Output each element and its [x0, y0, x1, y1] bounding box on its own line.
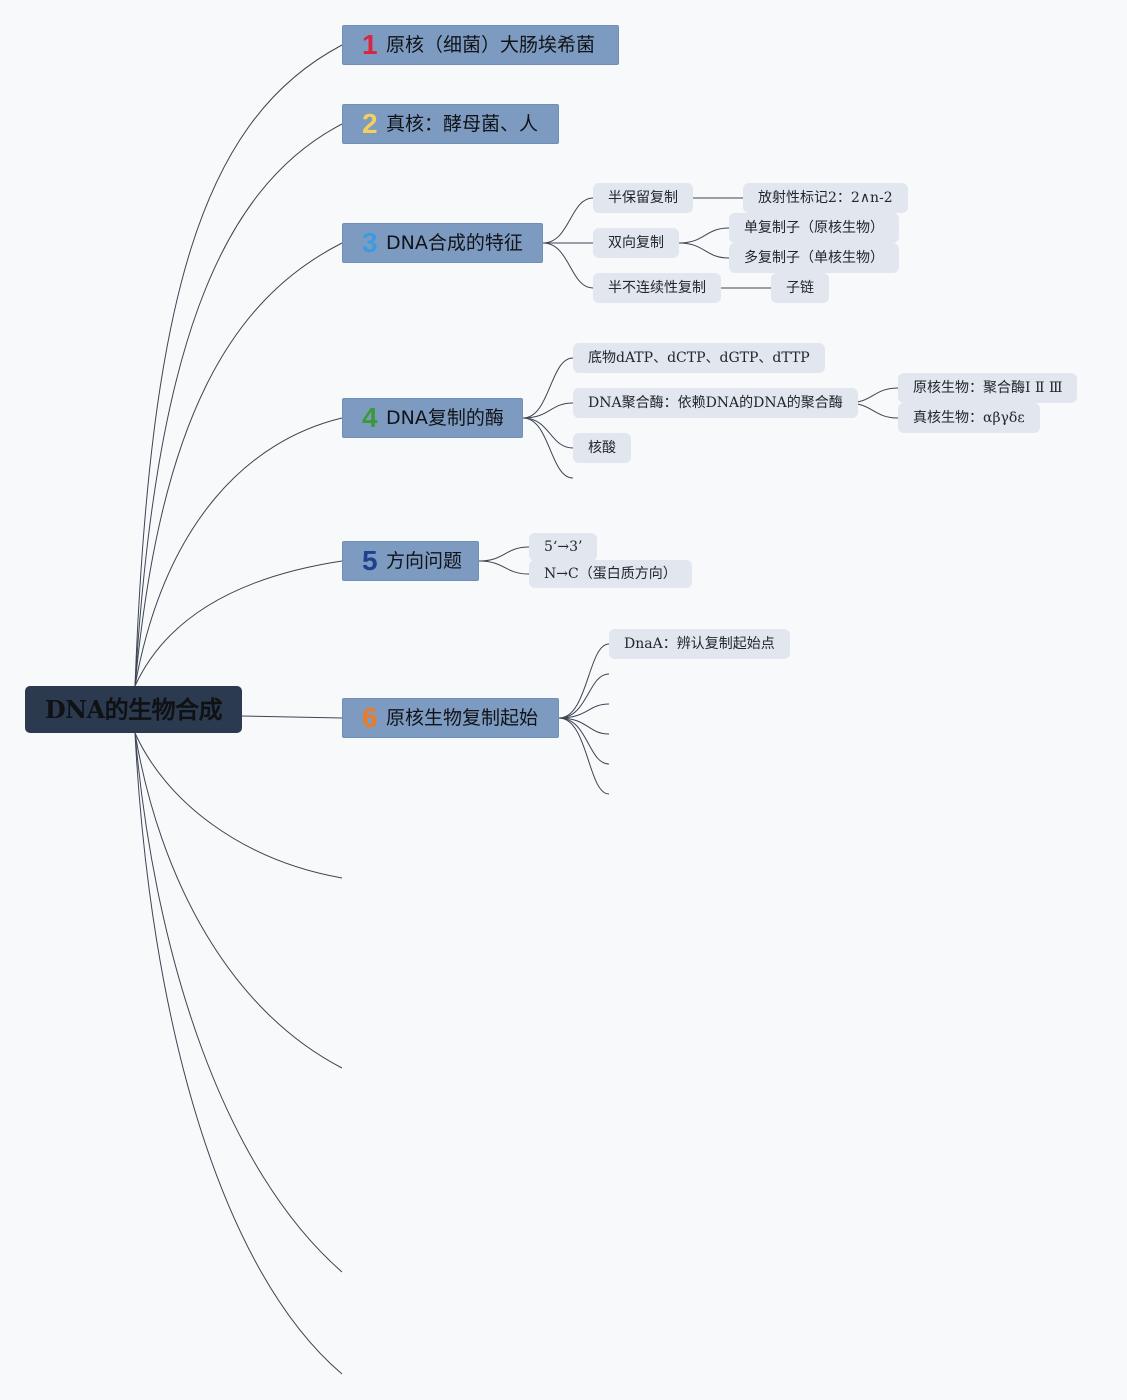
connector-root-empty-8 [134, 732, 343, 1069]
branch-2-number: 2 [362, 108, 378, 139]
connector-b5-protein [478, 560, 530, 575]
connector-root-branch-3 [134, 242, 343, 687]
root-topic[interactable]: DNA的生物合成 [25, 686, 242, 733]
connector-b4-nuclease [522, 417, 574, 449]
connector-b6-empty-1 [558, 673, 610, 719]
subtopic-dnaa[interactable]: DnaA：辨认复制起始点 [609, 629, 790, 659]
connector-b4-substrates [522, 357, 574, 419]
branch-5-label: 方向问题 [386, 550, 463, 572]
subtopic-semi-discontinuous[interactable]: 半不连续性复制 [593, 273, 721, 303]
connector-b4-polymerase [522, 402, 574, 419]
branch-5-number: 5 [362, 545, 378, 576]
branch-6-label: 原核生物复制起始 [386, 707, 539, 729]
connector-b6-empty-4 [558, 717, 610, 765]
branch-4-label: DNA复制的酶 [386, 407, 504, 429]
subtopic-semi-conservative[interactable]: 半保留复制 [593, 183, 693, 213]
branch-5-direction[interactable]: 5 方向问题 [342, 541, 479, 581]
branch-3-dna-synthesis-features[interactable]: 3 DNA合成的特征 [342, 223, 543, 263]
connector-b5-dna [478, 546, 530, 562]
connector-root-branch-1 [134, 44, 343, 687]
connector-root-empty-7 [134, 732, 343, 879]
subtopic-dna-direction[interactable]: 5‘→3’ [529, 533, 598, 561]
branch-1-number: 1 [362, 29, 378, 60]
connector-root-branch-5 [134, 560, 343, 687]
branch-1-label: 原核（细菌）大肠埃希菌 [386, 34, 596, 56]
connector-root-branch-6 [241, 715, 343, 719]
connector-b6-empty-5 [558, 717, 610, 795]
connector-root-empty-10 [134, 732, 343, 1375]
subtopic-nuclease[interactable]: 核酸 [573, 433, 631, 463]
subtopic-bidirectional[interactable]: 双向复制 [593, 228, 679, 258]
branch-4-replication-enzymes[interactable]: 4 DNA复制的酶 [342, 398, 523, 438]
branch-3-label: DNA合成的特征 [386, 232, 523, 254]
branch-6-prokaryote-initiation[interactable]: 6 原核生物复制起始 [342, 698, 559, 738]
subtopic-single-replicon[interactable]: 单复制子（原核生物） [729, 213, 899, 243]
branch-4-number: 4 [362, 402, 378, 433]
branch-3-number: 3 [362, 227, 378, 258]
connector-root-branch-2 [134, 123, 343, 687]
connector-bidir-multi [678, 242, 730, 259]
connector-b3-discont [542, 242, 594, 289]
connector-b6-dnaa [558, 643, 610, 719]
subtopic-daughter-strand[interactable]: 子链 [771, 273, 829, 303]
connector-b4-empty [522, 417, 574, 479]
subtopic-eukaryote-polymerase[interactable]: 真核生物：αβγδε [898, 403, 1040, 433]
connector-b6-empty-3 [558, 717, 610, 735]
branch-2-label: 真核：酵母菌、人 [386, 113, 539, 135]
branch-2-eukaryote[interactable]: 2 真核：酵母菌、人 [342, 104, 559, 144]
connector-bidir-single [678, 227, 730, 244]
subtopic-protein-direction[interactable]: N→C（蛋白质方向） [529, 560, 692, 588]
subtopic-multi-replicon[interactable]: 多复制子（单核生物） [729, 243, 899, 273]
connector-b6-empty-2 [558, 703, 610, 719]
subtopic-radioactive-label[interactable]: 放射性标记2：2∧n-2 [743, 183, 908, 213]
connector-root-empty-9 [134, 732, 343, 1273]
branch-1-prokaryote[interactable]: 1 原核（细菌）大肠埃希菌 [342, 25, 619, 65]
branch-6-number: 6 [362, 702, 378, 733]
subtopic-dna-polymerase[interactable]: DNA聚合酶：依赖DNA的DNA的聚合酶 [573, 388, 858, 418]
subtopic-prokaryote-polymerase[interactable]: 原核生物：聚合酶Ⅰ Ⅱ Ⅲ [898, 373, 1078, 403]
connector-root-branch-4 [134, 417, 343, 687]
subtopic-substrates[interactable]: 底物dATP、dCTP、dGTP、dTTP [573, 343, 825, 373]
connector-b3-semi [542, 197, 594, 244]
